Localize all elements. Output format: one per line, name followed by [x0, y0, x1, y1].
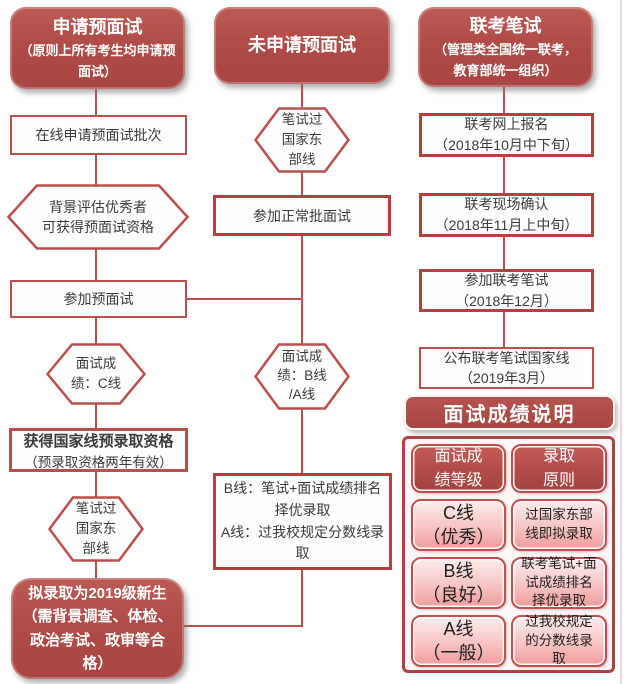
prequalify-subtitle: （预录取资格两年有效） [24, 454, 173, 470]
connector-right-4 [503, 311, 505, 348]
node-background-evaluation: 背景评估优秀者 可获得预面试资格 [7, 184, 189, 250]
node-written-pass-middle: 笔试过 国家东 部线 [254, 107, 350, 173]
joint-exam-subtitle: （管理类全国统一联考， 教育部统一组织） [433, 41, 577, 78]
joint-exam-title: 联考笔试 [469, 15, 542, 36]
connector-middle-1 [301, 84, 303, 107]
connector-left-4 [95, 318, 97, 344]
score-table-header-principle-label: 录取 原则 [542, 448, 575, 489]
node-no-preinterview-header: 未申请预面试 [214, 7, 390, 84]
background-evaluation-label: 背景评估优秀者 可获得预面试资格 [42, 198, 154, 235]
node-onsite-confirm: 联考现场确认 （2018年11月上中旬） [419, 193, 594, 237]
score-row-b-principle-label: 联考笔试+面试成绩排名择优录取 [521, 555, 597, 609]
hexagon-shape [48, 496, 144, 562]
normal-batch-interview-label: 参加正常批面试 [253, 207, 351, 224]
node-attend-preinterview: 参加预面试 [10, 280, 187, 318]
score-explanation-banner: 面试成绩说明 [404, 395, 615, 430]
score-row-b-principle: 联考笔试+面试成绩排名择优录取 [511, 555, 607, 609]
onsite-confirm-label: 联考现场确认 （2018年11月上中旬） [434, 196, 579, 233]
online-register-label: 联考网上报名 （2018年10月中下旬） [434, 116, 579, 153]
connector-right-1 [503, 87, 505, 113]
hexagon-shape [7, 184, 189, 250]
connector-left-3 [95, 249, 97, 281]
node-online-register: 联考网上报名 （2018年10月中下旬） [419, 113, 594, 157]
online-apply-batch-label: 在线申请预面试批次 [35, 127, 162, 143]
score-table-header-grade-label: 面试成 绩等级 [434, 448, 483, 489]
connector-middle-3 [301, 235, 303, 344]
page-edge-strip [620, 0, 622, 684]
connector-middle-5 [301, 569, 303, 627]
written-pass-middle-label: 笔试过 国家东 部线 [281, 111, 323, 168]
hexagon-shape [254, 107, 350, 173]
score-ba-line-label: 面试成 绩：B线 /A线 [277, 349, 327, 402]
connector-left-1 [95, 88, 97, 116]
connector-left-7 [95, 561, 97, 579]
attend-preinterview-label: 参加预面试 [63, 291, 134, 307]
score-row-c-grade-label: C线 （优秀） [422, 502, 495, 547]
connector-left-5 [95, 404, 97, 429]
score-row-b-grade-label: B线 （良好） [422, 560, 495, 605]
connector-right-3 [503, 236, 505, 270]
node-online-apply-batch: 在线申请预面试批次 [10, 115, 187, 155]
score-c-line-label: 面试成 绩：C线 [70, 356, 122, 391]
node-ba-admission-rules: B线：笔试+面试成绩排名择优录取 A线：过我校规定分数线录取 [213, 473, 392, 570]
score-row-c-grade: C线 （优秀） [411, 499, 506, 551]
score-row-a-grade: A线 （一般） [411, 615, 506, 667]
ba-admission-rules-label: B线：笔试+面试成绩排名择优录取 A线：过我校规定分数线录取 [220, 480, 385, 562]
score-table-header-principle: 录取 原则 [511, 444, 607, 493]
node-written-pass-left: 笔试过 国家东 部线 [48, 496, 144, 562]
node-score-c-line: 面试成 绩：C线 [46, 343, 146, 405]
node-final-admission: 拟录取为2019级新生（需背景调查、体检、政治考试、政审等合格） [11, 578, 184, 679]
score-row-a-grade-label: A线 （一般） [422, 618, 495, 663]
hexagon-shape [46, 343, 146, 405]
score-row-c-principle-label: 过国家东部线即拟录取 [525, 507, 593, 541]
connector-right-2 [503, 156, 505, 194]
node-announce-national-line: 公布联考笔试国家线 （2019年3月） [419, 347, 594, 389]
score-row-b-grade: B线 （良好） [411, 557, 506, 609]
connector-middle-2 [301, 171, 303, 196]
score-table-header-grade: 面试成 绩等级 [411, 444, 506, 493]
apply-preinterview-title: 申请预面试 [52, 16, 143, 37]
written-pass-left-label: 笔试过 国家东 部线 [75, 500, 117, 557]
node-take-joint-exam: 参加联考笔试 （2018年12月） [419, 269, 594, 312]
score-row-a-principle: 过我校规定的分数线录取 [511, 613, 607, 667]
node-score-ba-line: 面试成 绩：B线 /A线 [254, 343, 350, 410]
score-table: 面试成 绩等级 录取 原则 C线 （优秀） 过国家东部线即拟录取 B线 （良好）… [402, 436, 615, 673]
apply-preinterview-subtitle: （原则上所有考生均申请预面试） [19, 42, 176, 79]
score-explanation-title: 面试成绩说明 [443, 404, 576, 426]
announce-national-line-label: 公布联考笔试国家线 （2019年3月） [443, 349, 570, 386]
node-apply-preinterview-header: 申请预面试 （原则上所有考生均申请预面试） [10, 7, 185, 89]
connector-join-final [183, 625, 303, 627]
node-joint-exam-header: 联考笔试 （管理类全国统一联考， 教育部统一组织） [418, 7, 593, 87]
node-prequalify: 获得国家线预录取资格 （预录取资格两年有效） [9, 428, 188, 472]
prequalify-title: 获得国家线预录取资格 [23, 432, 174, 450]
score-row-a-principle-label: 过我校规定的分数线录取 [525, 613, 593, 667]
final-admission-label: 拟录取为2019级新生（需背景调查、体检、政治考试、政审等合格） [22, 585, 173, 672]
node-normal-batch-interview: 参加正常批面试 [213, 195, 391, 236]
connector-left-6 [95, 471, 97, 497]
take-joint-exam-label: 参加联考笔试 （2018年12月） [455, 271, 558, 309]
connector-middle-4 [301, 409, 303, 473]
no-preinterview-title: 未申请预面试 [248, 35, 356, 55]
connector-join-preinterview [186, 298, 303, 300]
score-row-c-principle: 过国家东部线即拟录取 [511, 499, 607, 551]
connector-left-2 [95, 155, 97, 185]
hexagon-shape [254, 343, 350, 410]
